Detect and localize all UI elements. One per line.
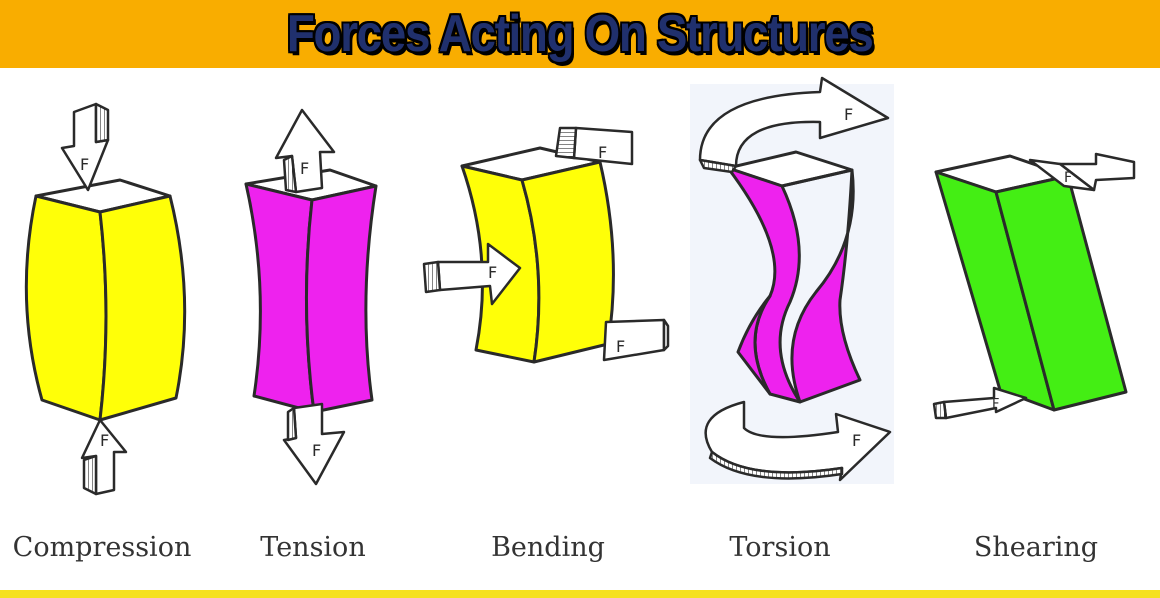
label-tension: Tension <box>260 532 366 563</box>
shearing-bottom-arrow-icon: F <box>932 386 1028 420</box>
tension-block <box>244 168 378 414</box>
torsion-top-arrow-icon: F <box>698 76 890 174</box>
force-label: F <box>100 431 109 450</box>
bending-block <box>460 146 615 364</box>
title-banner: Forces Acting On Structures <box>0 0 1160 68</box>
bottom-accent-bar <box>0 590 1160 598</box>
bending-middle-arrow-icon: F <box>422 242 522 306</box>
torsion-bottom-arrow-icon: F <box>704 400 892 482</box>
label-shearing: Shearing <box>973 532 1099 563</box>
force-label: F <box>852 431 861 450</box>
torsion-diagram: F F <box>690 76 894 484</box>
tension-diagram: F F <box>244 108 378 486</box>
compression-block <box>24 178 187 422</box>
bending-top-arrow-icon: F <box>554 126 634 166</box>
shearing-top-arrow-icon: F <box>1028 152 1136 192</box>
force-label: F <box>616 337 625 356</box>
compression-bottom-arrow-icon: F <box>80 418 128 496</box>
force-label: F <box>80 155 89 174</box>
shearing-block <box>934 154 1128 412</box>
compression-top-arrow-icon: F <box>60 102 110 192</box>
force-label: F <box>844 105 853 124</box>
force-label: F <box>312 441 321 460</box>
forces-illustration: F F F F <box>24 76 1136 496</box>
force-label: F <box>300 159 309 178</box>
compression-diagram: F F <box>24 102 187 496</box>
tension-top-arrow-icon: F <box>274 108 336 194</box>
force-label: F <box>992 397 999 412</box>
force-label: F <box>1064 170 1072 186</box>
label-compression: Compression <box>12 532 192 563</box>
label-bending: Bending <box>491 532 605 563</box>
torsion-block <box>726 150 862 404</box>
page-title: Forces Acting On Structures <box>287 5 874 63</box>
shearing-diagram: F F <box>932 152 1136 420</box>
bending-diagram: F F F <box>422 126 670 364</box>
bending-bottom-arrow-icon: F <box>602 318 670 362</box>
label-torsion: Torsion <box>729 532 831 563</box>
tension-bottom-arrow-icon: F <box>282 402 346 486</box>
force-label: F <box>488 263 497 282</box>
force-label: F <box>598 143 607 162</box>
